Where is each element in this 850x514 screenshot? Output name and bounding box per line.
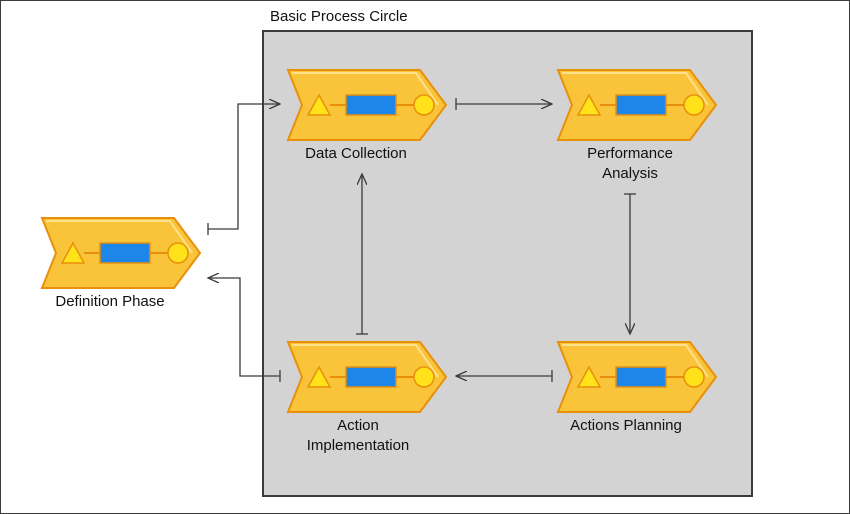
state-circle-icon [167,242,189,264]
label-actions-planning: Actions Planning [570,417,682,434]
label-action-implementation: Action Implementation [288,416,428,456]
state-circle-icon [413,94,435,116]
state-circle-icon [683,366,705,388]
process-definition-phase[interactable] [40,216,202,290]
process-chevron-icon [40,217,202,289]
function-rect-icon [345,94,397,116]
function-rect-icon [99,242,151,264]
label-performance-analysis: Performance Analysis [560,144,700,184]
event-triangle-icon [306,93,332,116]
event-triangle-icon [306,365,332,388]
label-data-collection: Data Collection [305,145,407,162]
process-data-collection[interactable] [286,68,448,142]
event-triangle-icon [60,241,86,264]
process-chevron-icon [556,69,718,141]
function-rect-icon [615,366,667,388]
function-rect-icon [345,366,397,388]
label-line: Implementation [306,437,410,454]
process-action-implementation[interactable] [286,340,448,414]
process-chevron-icon [286,341,448,413]
connector-implementation-to-definition [208,278,280,377]
label-definition-phase: Definition Phase [55,293,165,310]
container-title: Basic Process Circle [270,8,408,25]
process-actions-planning[interactable] [556,340,718,414]
event-triangle-icon [576,93,602,116]
event-triangle-icon [576,365,602,388]
process-chevron-icon [286,69,448,141]
label-line: Performance [587,145,673,162]
label-line: Analysis [602,165,658,182]
label-line: Action [337,417,379,434]
state-circle-icon [683,94,705,116]
function-rect-icon [615,94,667,116]
state-circle-icon [413,366,435,388]
process-chevron-icon [556,341,718,413]
process-performance-analysis[interactable] [556,68,718,142]
connector-definition-to-data-collection [208,104,280,230]
